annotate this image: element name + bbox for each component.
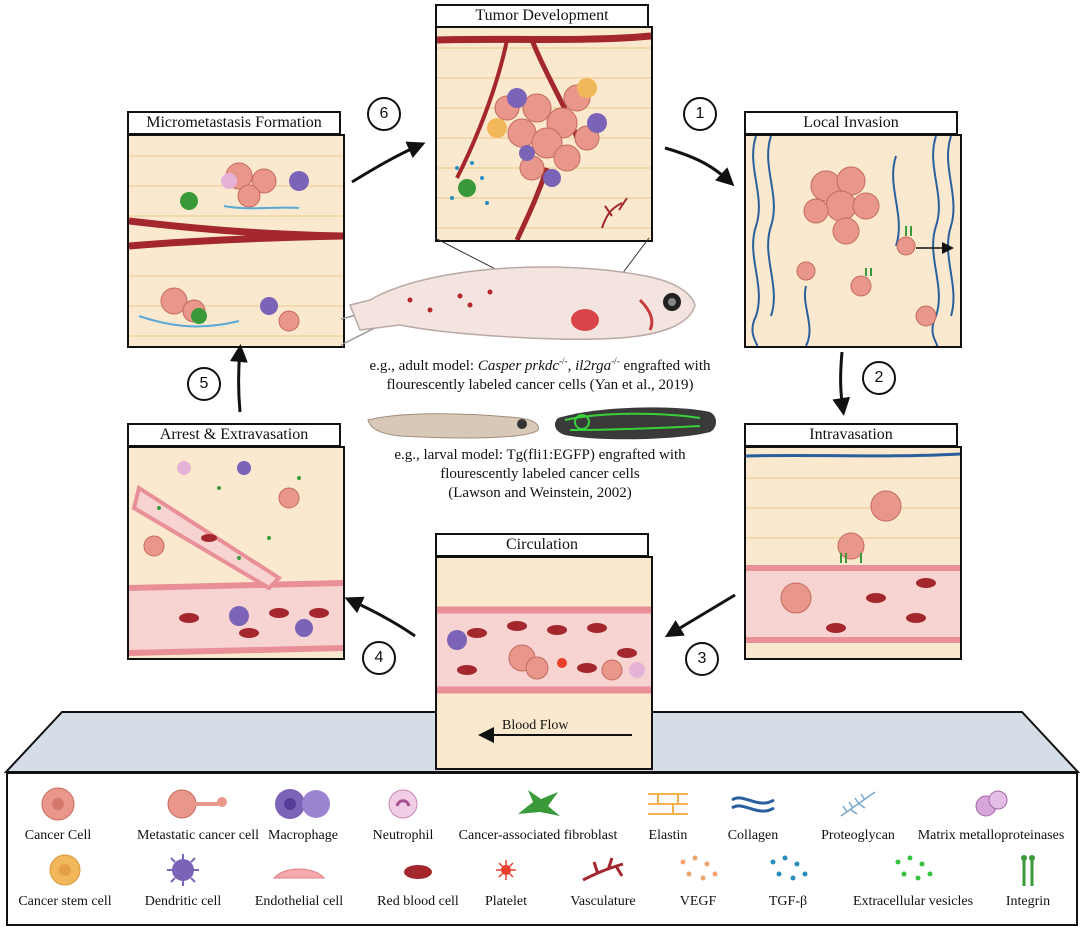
legend-cancer-associated-fibroblast: Cancer-associated fibroblast bbox=[448, 784, 628, 844]
panel-local-invasion bbox=[744, 134, 962, 348]
legend-collagen: Collagen bbox=[708, 784, 798, 844]
proteoglycan-icon bbox=[840, 791, 876, 817]
vegf-icon bbox=[680, 855, 718, 881]
platelet-icon bbox=[496, 860, 516, 880]
mmp-icon bbox=[975, 790, 1008, 817]
title-circulation: Circulation bbox=[435, 533, 649, 557]
step-number-3: 3 bbox=[685, 642, 719, 676]
arrest-illustration bbox=[129, 461, 343, 656]
step-number-2: 2 bbox=[862, 361, 896, 395]
step-number-1: 1 bbox=[683, 97, 717, 131]
panel-micrometastasis-formation bbox=[127, 134, 345, 348]
legend-extracellular-vesicles: Extracellular vesicles bbox=[833, 850, 993, 910]
tgf-beta-icon bbox=[770, 855, 808, 881]
collagen-icon bbox=[731, 796, 775, 813]
legend-red-blood-cell: Red blood cell bbox=[358, 850, 478, 910]
extracellular-vesicles-icon bbox=[895, 855, 933, 881]
red-blood-cell-icon bbox=[404, 865, 432, 879]
micrometastasis-illustration bbox=[129, 155, 343, 337]
title-micrometastasis-formation: Micrometastasis Formation bbox=[127, 111, 341, 135]
title-tumor-development: Tumor Development bbox=[435, 4, 649, 28]
legend-vegf: VEGF bbox=[658, 850, 738, 910]
elastin-icon bbox=[648, 793, 688, 815]
adult-model-caption: e.g., adult model: Casper prkdc-/-, il2r… bbox=[369, 356, 711, 393]
fibroblast-icon bbox=[518, 790, 560, 816]
legend-platelet: Platelet bbox=[466, 850, 546, 910]
legend-metastatic-cancer-cell: Metastatic cancer cell bbox=[123, 784, 273, 844]
step-number-5: 5 bbox=[187, 367, 221, 401]
macrophage-icon bbox=[275, 789, 330, 819]
step-number-4: 4 bbox=[362, 641, 396, 675]
legend-matrix-metalloproteinases: Matrix metalloproteinases bbox=[906, 784, 1076, 844]
legend-cancer-cell: Cancer Cell bbox=[18, 784, 98, 844]
circulation-illustration bbox=[437, 606, 651, 743]
panel-tumor-development bbox=[435, 26, 653, 242]
legend: Cancer Cell Metastatic cancer cell Macro… bbox=[6, 772, 1078, 926]
metastatic-cancer-cell-icon bbox=[167, 789, 227, 819]
title-local-invasion: Local Invasion bbox=[744, 111, 958, 135]
larval-model-caption: e.g., larval model: Tg(fli1:EGFP) engraf… bbox=[394, 447, 686, 501]
neutrophil-icon bbox=[388, 789, 418, 819]
legend-integrin: Integrin bbox=[993, 850, 1063, 910]
panel-circulation bbox=[435, 556, 653, 770]
invasion-illustration bbox=[751, 136, 955, 346]
panel-intravasation bbox=[744, 446, 962, 660]
vasculature-icon bbox=[582, 857, 624, 882]
legend-macrophage: Macrophage bbox=[253, 784, 353, 844]
legend-tgf-beta: TGF-β bbox=[748, 850, 828, 910]
legend-elastin: Elastin bbox=[628, 784, 708, 844]
endothelial-cell-icon bbox=[272, 868, 326, 879]
legend-neutrophil: Neutrophil bbox=[363, 784, 443, 844]
dendritic-cell-icon bbox=[167, 854, 199, 886]
tumor-illustration bbox=[437, 32, 651, 240]
integrin-icon bbox=[1021, 855, 1035, 886]
step-number-6: 6 bbox=[367, 97, 401, 131]
cancer-cell-icon bbox=[41, 787, 75, 821]
legend-vasculature: Vasculature bbox=[553, 850, 653, 910]
intravasation-illustration bbox=[746, 452, 960, 643]
title-arrest-extravasation: Arrest & Extravasation bbox=[127, 423, 341, 447]
legend-dendritic-cell: Dendritic cell bbox=[128, 850, 238, 910]
legend-proteoglycan: Proteoglycan bbox=[808, 784, 908, 844]
cancer-stem-cell-icon bbox=[49, 854, 81, 886]
panel-arrest-extravasation bbox=[127, 446, 345, 660]
title-intravasation: Intravasation bbox=[744, 423, 958, 447]
blood-flow-label: Blood Flow bbox=[502, 718, 569, 733]
legend-endothelial-cell: Endothelial cell bbox=[234, 850, 364, 910]
legend-cancer-stem-cell: Cancer stem cell bbox=[10, 850, 120, 910]
